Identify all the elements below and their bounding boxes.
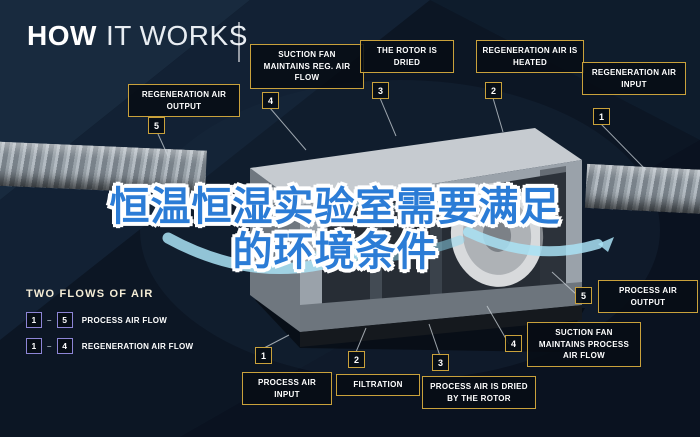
legend-dash: – xyxy=(47,341,52,351)
interior-divider-2 xyxy=(430,194,442,314)
title-divider xyxy=(238,22,240,62)
badge-process-air-input: 1 xyxy=(255,347,272,364)
machine-base xyxy=(300,305,582,347)
legend-title: TWO FLOWS OF AIR xyxy=(26,288,154,300)
callout-filtration: FILTRATION xyxy=(336,374,420,396)
callout-regeneration-air-heated: REGENERATION AIR IS HEATED xyxy=(476,40,584,74)
legend-two-flows: TWO FLOWS OF AIR 1 – 5 PROCESS AIR FLOW … xyxy=(26,288,193,364)
legend-dash: – xyxy=(47,315,52,325)
badge-regeneration-air-heated: 2 xyxy=(485,82,502,99)
callout-rotor-dried: THE ROTOR IS DRIED xyxy=(360,40,454,74)
badge-regeneration-air-output: 5 xyxy=(148,117,165,134)
legend-label-process: PROCESS AIR FLOW xyxy=(81,315,168,325)
badge-suction-fan-reg: 4 xyxy=(262,92,279,109)
badge-suction-fan-process: 4 xyxy=(505,335,522,352)
callout-process-air-input: PROCESS AIR INPUT xyxy=(242,372,332,406)
title-bold: HOW xyxy=(27,20,97,51)
rotor-housing xyxy=(540,166,566,302)
machine-lower-panel xyxy=(300,282,582,332)
legend-label-regen: REGENERATION AIR FLOW xyxy=(81,341,194,351)
callout-suction-fan-process: SUCTION FAN MAINTAINS PROCESS AIR FLOW xyxy=(527,322,641,367)
badge-regeneration-air-input: 1 xyxy=(593,108,610,125)
title-light: IT WORKS xyxy=(105,20,248,51)
legend-badge-regen-to: 4 xyxy=(56,338,73,354)
badge-rotor-dried: 3 xyxy=(372,82,389,99)
machine-top-face xyxy=(250,128,582,205)
legend-badge-process-to: 5 xyxy=(56,312,73,328)
callout-process-air-output: PROCESS AIR OUTPUT xyxy=(598,280,698,314)
badge-filtration: 2 xyxy=(348,351,365,368)
callout-suction-fan-reg: SUCTION FAN MAINTAINS REG. AIR FLOW xyxy=(250,44,364,89)
interior-airflow-glow-2 xyxy=(327,193,473,210)
machine-left-face xyxy=(250,168,300,332)
process-airflow-swoosh-left xyxy=(162,232,351,275)
callout-process-air-dried: PROCESS AIR IS DRIED BY THE ROTOR xyxy=(422,376,536,410)
legend-badge-regen-from: 1 xyxy=(26,338,42,354)
swoosh-right-arrowhead xyxy=(598,237,614,252)
swoosh-left-arrowhead xyxy=(345,250,361,265)
badge-process-air-output: 5 xyxy=(575,287,592,304)
legend-row-process-air-flow: 1 – 5 PROCESS AIR FLOW xyxy=(26,312,193,328)
legend-badge-process-from: 1 xyxy=(26,312,42,328)
desiccant-rotor xyxy=(450,183,544,287)
legend-row-regeneration-air-flow: 1 – 4 REGENERATION AIR FLOW xyxy=(26,338,193,354)
badge-process-air-dried: 3 xyxy=(432,354,449,371)
overlay-headline-line2: 的环境条件 xyxy=(232,230,438,274)
callout-regeneration-air-input: REGENERATION AIR INPUT xyxy=(582,62,686,96)
page-title: HOW IT WORKS xyxy=(27,20,248,52)
callout-regeneration-air-output: REGENERATION AIR OUTPUT xyxy=(128,84,240,118)
overlay-headline-line1: 恒温恒湿实验室需要满足 xyxy=(109,185,561,229)
process-airflow-swoosh-right xyxy=(463,227,603,257)
